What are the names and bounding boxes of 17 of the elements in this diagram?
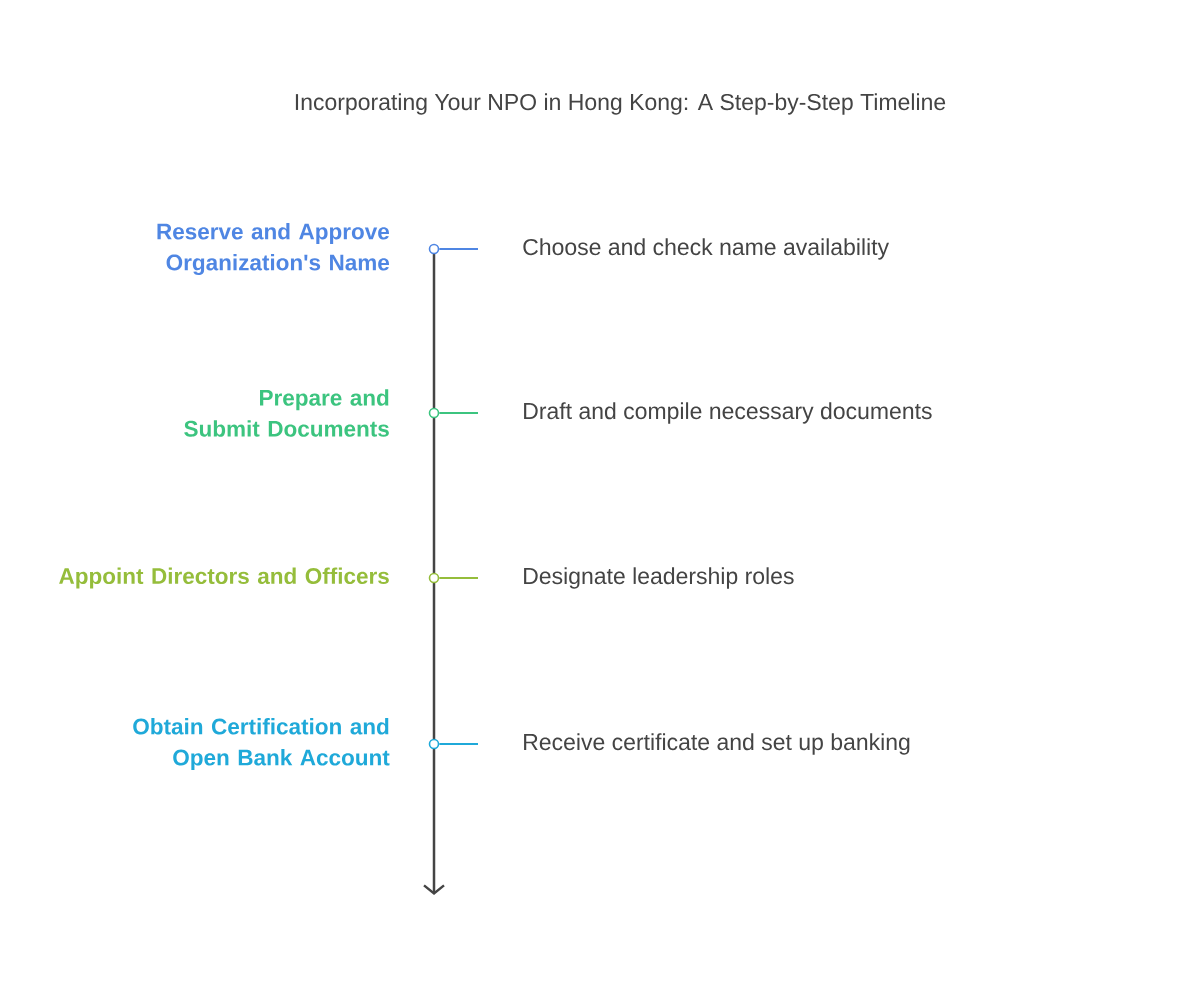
step-description: Receive certificate and set up banking bbox=[524, 733, 910, 755]
step-heading: Obtain Certification and Open Bank Account bbox=[133, 718, 390, 770]
step-description: Designate leadership roles bbox=[524, 567, 794, 589]
connector-line bbox=[438, 248, 479, 250]
step-description: Choose and check name availability bbox=[523, 238, 889, 260]
title: Incorporating Your NPO in Hong Kong: A Step-by-Step Timeline bbox=[295, 93, 946, 115]
step-marker bbox=[428, 572, 440, 584]
connector-line bbox=[438, 412, 479, 414]
step-heading: Reserve and Approve Organization's Name bbox=[157, 222, 390, 276]
step-heading: Appoint Directors and Officers bbox=[59, 567, 389, 589]
step-marker bbox=[428, 243, 440, 255]
step-heading: Prepare and Submit Documents bbox=[184, 389, 389, 437]
connector-line bbox=[438, 577, 479, 579]
step-marker bbox=[428, 738, 440, 750]
step-marker bbox=[428, 407, 440, 419]
connector-line bbox=[438, 743, 479, 745]
step-description: Draft and compile necessary documents bbox=[524, 402, 932, 424]
